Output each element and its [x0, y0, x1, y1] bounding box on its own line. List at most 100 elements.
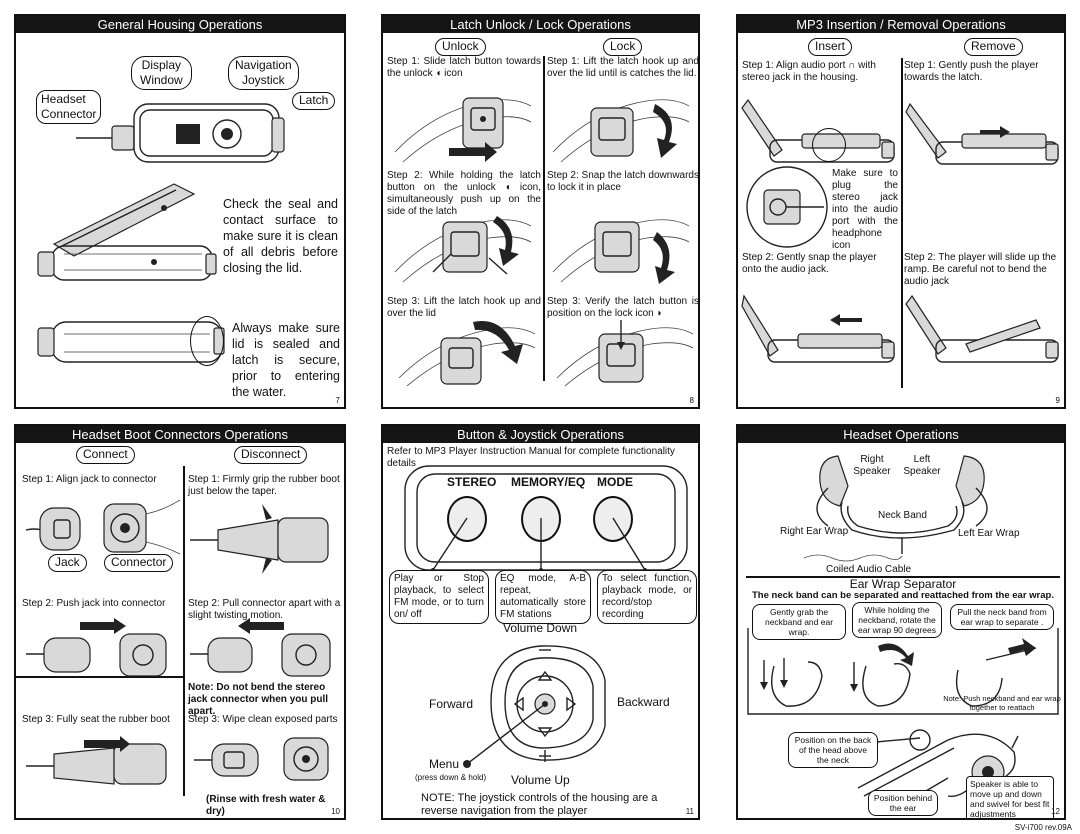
jack-label: Jack [48, 554, 87, 572]
connect-step-3-illustration [24, 726, 182, 786]
column-divider [183, 466, 185, 796]
jack-connector-illustration [24, 490, 182, 560]
lid-note: Always make sure lid is sealed and latch… [232, 321, 340, 399]
right-ear-wrap-label: Right Ear Wrap [780, 526, 849, 537]
display-window-label: Display Window [131, 56, 192, 90]
position-ear-callout: Position behind the ear [868, 790, 938, 816]
lock-step-2: Step 2: Snap the latch downwards to lock… [547, 170, 699, 193]
volume-up-label: Volume Up [511, 773, 570, 787]
separator-illustration [746, 626, 1060, 716]
joystick-illustration [479, 636, 609, 770]
unlock-heading: Unlock [435, 38, 486, 56]
panel-latch-operations: Latch Unlock / Lock Operations Unlock Lo… [381, 14, 700, 409]
connector-label: Connector [104, 554, 174, 572]
menu-sublabel: (press down & hold) [415, 773, 487, 782]
connect-step-3: Step 3: Fully seat the rubber boot [22, 714, 170, 725]
housing-open-illustration [34, 174, 224, 284]
display-label-line1: Display [141, 58, 182, 72]
lock-step-3: Step 3: Verify the latch button is posit… [547, 296, 699, 319]
menu-leader-line [383, 426, 698, 818]
connect-step-2: Step 2: Push jack into connector [22, 598, 166, 609]
separator-step-2: While holding the neckband, rotate the e… [852, 602, 942, 638]
backward-label: Backward [617, 695, 670, 709]
left-speaker-label: Left Speaker [902, 454, 942, 478]
ear-wrap-separator-subtitle: The neck band can be separated and reatt… [752, 590, 1054, 601]
stereo-button[interactable] [447, 496, 487, 542]
disconnect-step-2-illustration [188, 616, 344, 680]
coiled-cable-label: Coiled Audio Cable [826, 564, 912, 575]
panel-title: Headset Boot Connectors Operations [16, 426, 344, 443]
headset-connector-label: Headset Connector [36, 90, 102, 124]
lock-step-2-illustration [551, 202, 691, 288]
panel-title: Latch Unlock / Lock Operations [383, 16, 698, 33]
disconnect-step-3: Step 3: Wipe clean exposed parts [188, 714, 338, 725]
disconnect-step-2: Step 2: Pull connector apart with a slig… [188, 598, 341, 621]
column-divider [901, 58, 903, 388]
speaker-adjust-callout: Speaker is able to move up and down and … [966, 776, 1054, 818]
connect-heading: Connect [76, 446, 135, 464]
left-speaker-line1: Left [913, 454, 931, 465]
remove-step-1-illustration [905, 90, 1062, 166]
lock-heading: Lock [603, 38, 643, 56]
neck-band-label: Neck Band [878, 510, 927, 521]
left-speaker-line2: Speaker [903, 466, 941, 477]
unlock-step-1: Step 1: Slide latch button towards the u… [387, 56, 541, 79]
lock-step-3-illustration [555, 316, 695, 388]
stereo-description: Play or Stop playback, to select FM mode… [389, 570, 489, 624]
remove-step-1: Step 1: Gently push the player towards t… [904, 60, 1039, 83]
rinse-note: (Rinse with fresh water & dry) [206, 794, 326, 817]
separator-step-3: Pull the neck band from ear wrap to sepa… [950, 604, 1054, 630]
forward-label: Forward [429, 697, 474, 711]
unlock-step-2-illustration [393, 202, 533, 288]
navigation-joystick-label: Navigation Joystick [228, 56, 299, 90]
ear-wrap-separator-title: Ear Wrap Separator [849, 577, 957, 591]
row-divider [16, 676, 183, 678]
document-revision: SV-i700 rev.09A [1014, 823, 1072, 832]
remove-step-2-illustration [905, 286, 1062, 366]
refer-note: Refer to MP3 Player Instruction Manual f… [387, 446, 675, 469]
panel-button-joystick: Button & Joystick Operations Refer to MP… [381, 424, 700, 820]
disconnect-heading: Disconnect [234, 446, 308, 464]
insert-heading: Insert [808, 38, 853, 56]
housing-top-illustration [76, 96, 286, 166]
insert-jack-note: Make sure to plug the stereo jack into t… [832, 168, 898, 251]
disconnect-step-1-illustration [188, 500, 344, 574]
page-number: 7 [335, 396, 340, 405]
insert-step-2-illustration [741, 286, 898, 366]
memory-eq-description: EQ mode, A-B repeat, automatically store… [495, 570, 591, 624]
position-back-callout: Position on the back of the head above t… [788, 732, 878, 768]
display-label-line2: Window [140, 73, 183, 87]
separator-note: Note: Push neckband and ear wrap togethe… [943, 694, 1061, 712]
mode-description: To select function, playback mode, or re… [597, 570, 697, 624]
joystick-note: NOTE: The joystick controls of the housi… [421, 792, 658, 817]
panel-general-housing: General Housing Operations Display Windo… [14, 14, 346, 409]
joystick-label-line1: Navigation [235, 58, 292, 72]
panel-title: MP3 Insertion / Removal Operations [738, 16, 1064, 33]
separator-step-1: Gently grab the neckband and ear wrap. [752, 604, 846, 640]
stereo-button-label: STEREO [447, 475, 497, 489]
joystick-label-line2: Joystick [242, 73, 285, 87]
right-speaker-label: Right Speaker [852, 454, 892, 478]
memory-eq-button-label: MEMORY/EQ [511, 475, 586, 489]
right-speaker-line1: Right [860, 454, 884, 465]
lock-step-1: Step 1: Lift the latch hook up and over … [547, 56, 699, 79]
right-speaker-line2: Speaker [853, 466, 891, 477]
column-divider [543, 56, 545, 381]
menu-label: Menu [429, 757, 460, 771]
insert-step-1: Step 1: Align audio port ∩ with stereo j… [742, 60, 876, 83]
connect-step-1: Step 1: Align jack to connector [22, 474, 157, 485]
remove-step-2: Step 2: The player will slide up the ram… [904, 252, 1057, 287]
headset-illustration [758, 446, 1048, 576]
unlock-step-2: Step 2: While holding the latch button o… [387, 170, 541, 217]
unlock-step-1-illustration [393, 82, 533, 168]
headset-label-line2: Connector [41, 107, 97, 121]
page-number: 12 [1051, 807, 1060, 816]
latch-label: Latch [292, 92, 336, 110]
panel-headset-boot: Headset Boot Connectors Operations Conne… [14, 424, 346, 820]
page-number: 11 [685, 807, 694, 816]
audio-port-highlight-circle [812, 128, 846, 162]
disconnect-step-1: Step 1: Firmly grip the rubber boot just… [188, 474, 340, 497]
section-divider [746, 576, 1060, 578]
panel-title: Button & Joystick Operations [383, 426, 698, 443]
unlock-step-3: Step 3: Lift the latch hook up and over … [387, 296, 541, 319]
